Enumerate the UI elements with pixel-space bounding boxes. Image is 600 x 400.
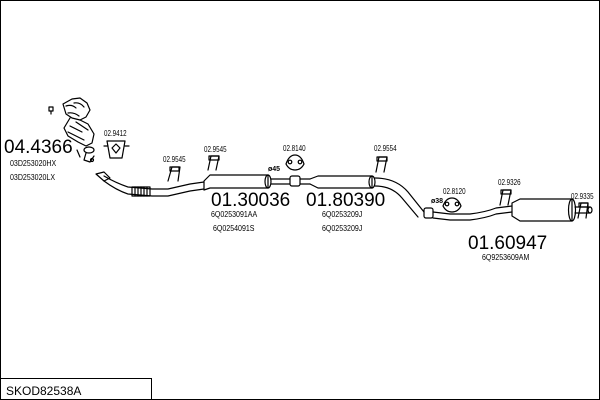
- diagram-code-box: SKOD82538A: [0, 378, 152, 399]
- clamp-icon: [289, 175, 311, 187]
- clamp-icon: [423, 207, 434, 219]
- center-silencer: [203, 174, 291, 191]
- part-number: 02.9545: [204, 145, 227, 154]
- oe-number: 03D253020HX: [10, 159, 57, 168]
- oe-number: 6Q0253209J: [322, 210, 363, 219]
- hanger-icon: [577, 202, 589, 219]
- hanger-icon: [499, 189, 512, 206]
- part-number: 02.9545: [163, 155, 186, 164]
- hanger-icon: [207, 155, 220, 171]
- rubber-hanger-icon: [442, 197, 462, 213]
- assembly-number: 01.80390: [306, 190, 386, 211]
- assembly-number: 01.30036: [211, 190, 291, 211]
- gasket-icon: [103, 140, 130, 159]
- middle-silencer: [309, 175, 425, 218]
- oe-number: 6Q0253091AA: [211, 210, 258, 219]
- diagram-code: SKOD82538A: [6, 384, 82, 398]
- assembly-number: 04.4366: [4, 137, 73, 158]
- rubber-hanger-icon: [285, 154, 305, 171]
- part-number: 02.9412: [104, 129, 127, 138]
- oe-number: 6Q0253209J: [322, 224, 363, 233]
- oe-number: 6Q0254091S: [213, 224, 255, 233]
- part-number: 02.9326: [498, 178, 521, 187]
- manifold-catalyst: [62, 97, 95, 163]
- assembly-number: 01.60947: [468, 233, 548, 254]
- part-number: 02.8140: [283, 144, 306, 153]
- bolt-icon: [48, 106, 54, 115]
- diameter-label: ø38: [431, 198, 444, 205]
- part-number: 02.9335: [571, 192, 594, 201]
- part-number: 02.9554: [374, 144, 397, 153]
- part-number: 02.8120: [443, 187, 466, 196]
- oe-number: 03D253020LX: [10, 173, 56, 182]
- oe-number: 6Q9253609AM: [482, 253, 530, 262]
- diameter-label: ø45: [268, 166, 281, 173]
- rear-silencer: [432, 198, 593, 222]
- hanger-icon: [375, 156, 388, 173]
- hanger-icon: [167, 166, 181, 182]
- front-pipe: [95, 171, 205, 197]
